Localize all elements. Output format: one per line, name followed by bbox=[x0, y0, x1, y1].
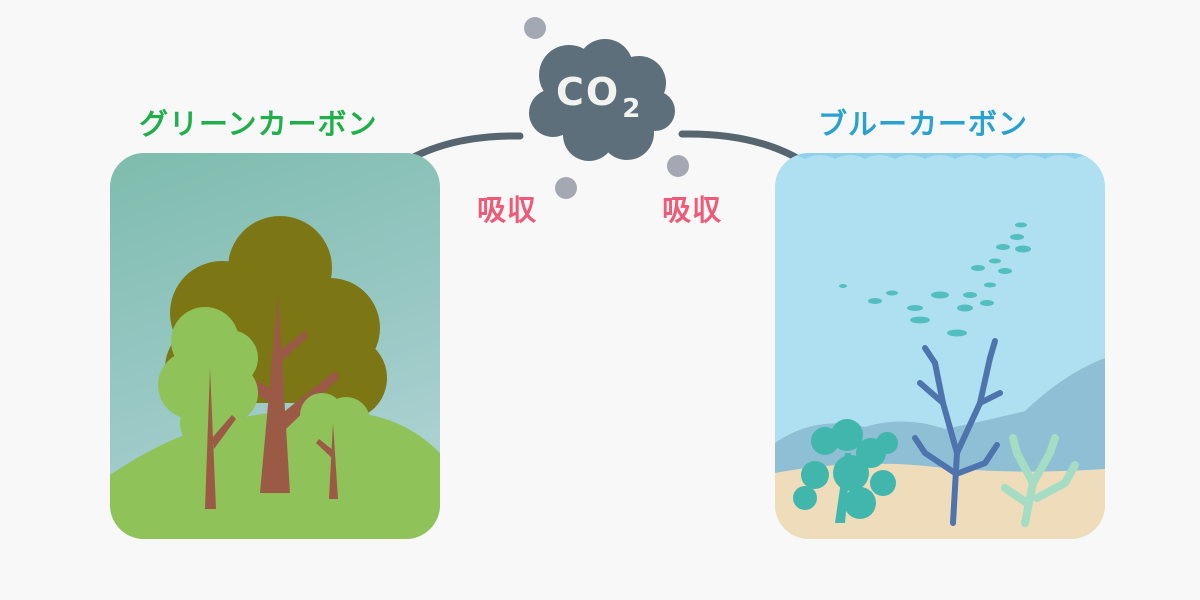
bubble-bottom-right bbox=[667, 155, 689, 177]
teal-coral bbox=[793, 419, 898, 523]
right-tree-canopy bbox=[300, 393, 375, 469]
blue-carbon-title: ブルーカーボン bbox=[818, 107, 1029, 141]
bubble-bottom-left bbox=[555, 177, 577, 199]
bubble-top bbox=[524, 17, 546, 39]
left-tree-trunk bbox=[205, 368, 236, 509]
ocean-coral-illustration bbox=[775, 153, 1105, 539]
pale-coral bbox=[1001, 434, 1079, 527]
right-tree-trunk bbox=[316, 423, 338, 499]
blue-coral bbox=[912, 338, 1003, 526]
left-tree-canopy bbox=[158, 307, 258, 451]
forest-illustration bbox=[110, 153, 440, 539]
co2-text: CO2 bbox=[556, 70, 640, 124]
green-carbon-title: グリーンカーボン bbox=[139, 107, 378, 141]
co2-sub: 2 bbox=[622, 94, 641, 124]
green-absorb-label: 吸収 bbox=[477, 193, 538, 227]
blue-absorb-label: 吸収 bbox=[662, 193, 723, 227]
co2-main: CO bbox=[556, 70, 621, 114]
fish-school bbox=[839, 222, 1031, 337]
co2-cloud-icon bbox=[527, 35, 677, 165]
